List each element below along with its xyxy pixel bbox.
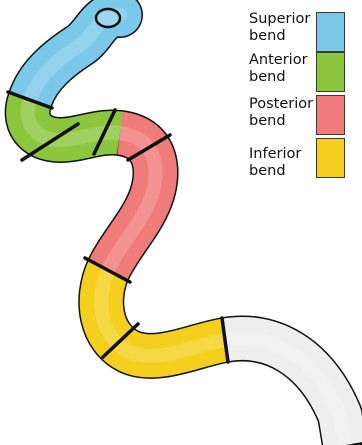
legend-swatch-inferior-bend (316, 138, 345, 178)
legend-label-anterior-bend: Anterior bend (249, 52, 308, 86)
legend-swatch-anterior-bend (316, 52, 345, 92)
legend-swatch-superior-bend (316, 12, 345, 52)
tube-end-cap (96, 9, 120, 27)
legend-label-posterior-bend: Posterior bend (249, 96, 313, 130)
legend-label-inferior-bend: Inferior bend (249, 146, 301, 180)
legend-label-superior-bend: Superior bend (249, 11, 310, 45)
legend-swatch-posterior-bend (316, 95, 345, 135)
